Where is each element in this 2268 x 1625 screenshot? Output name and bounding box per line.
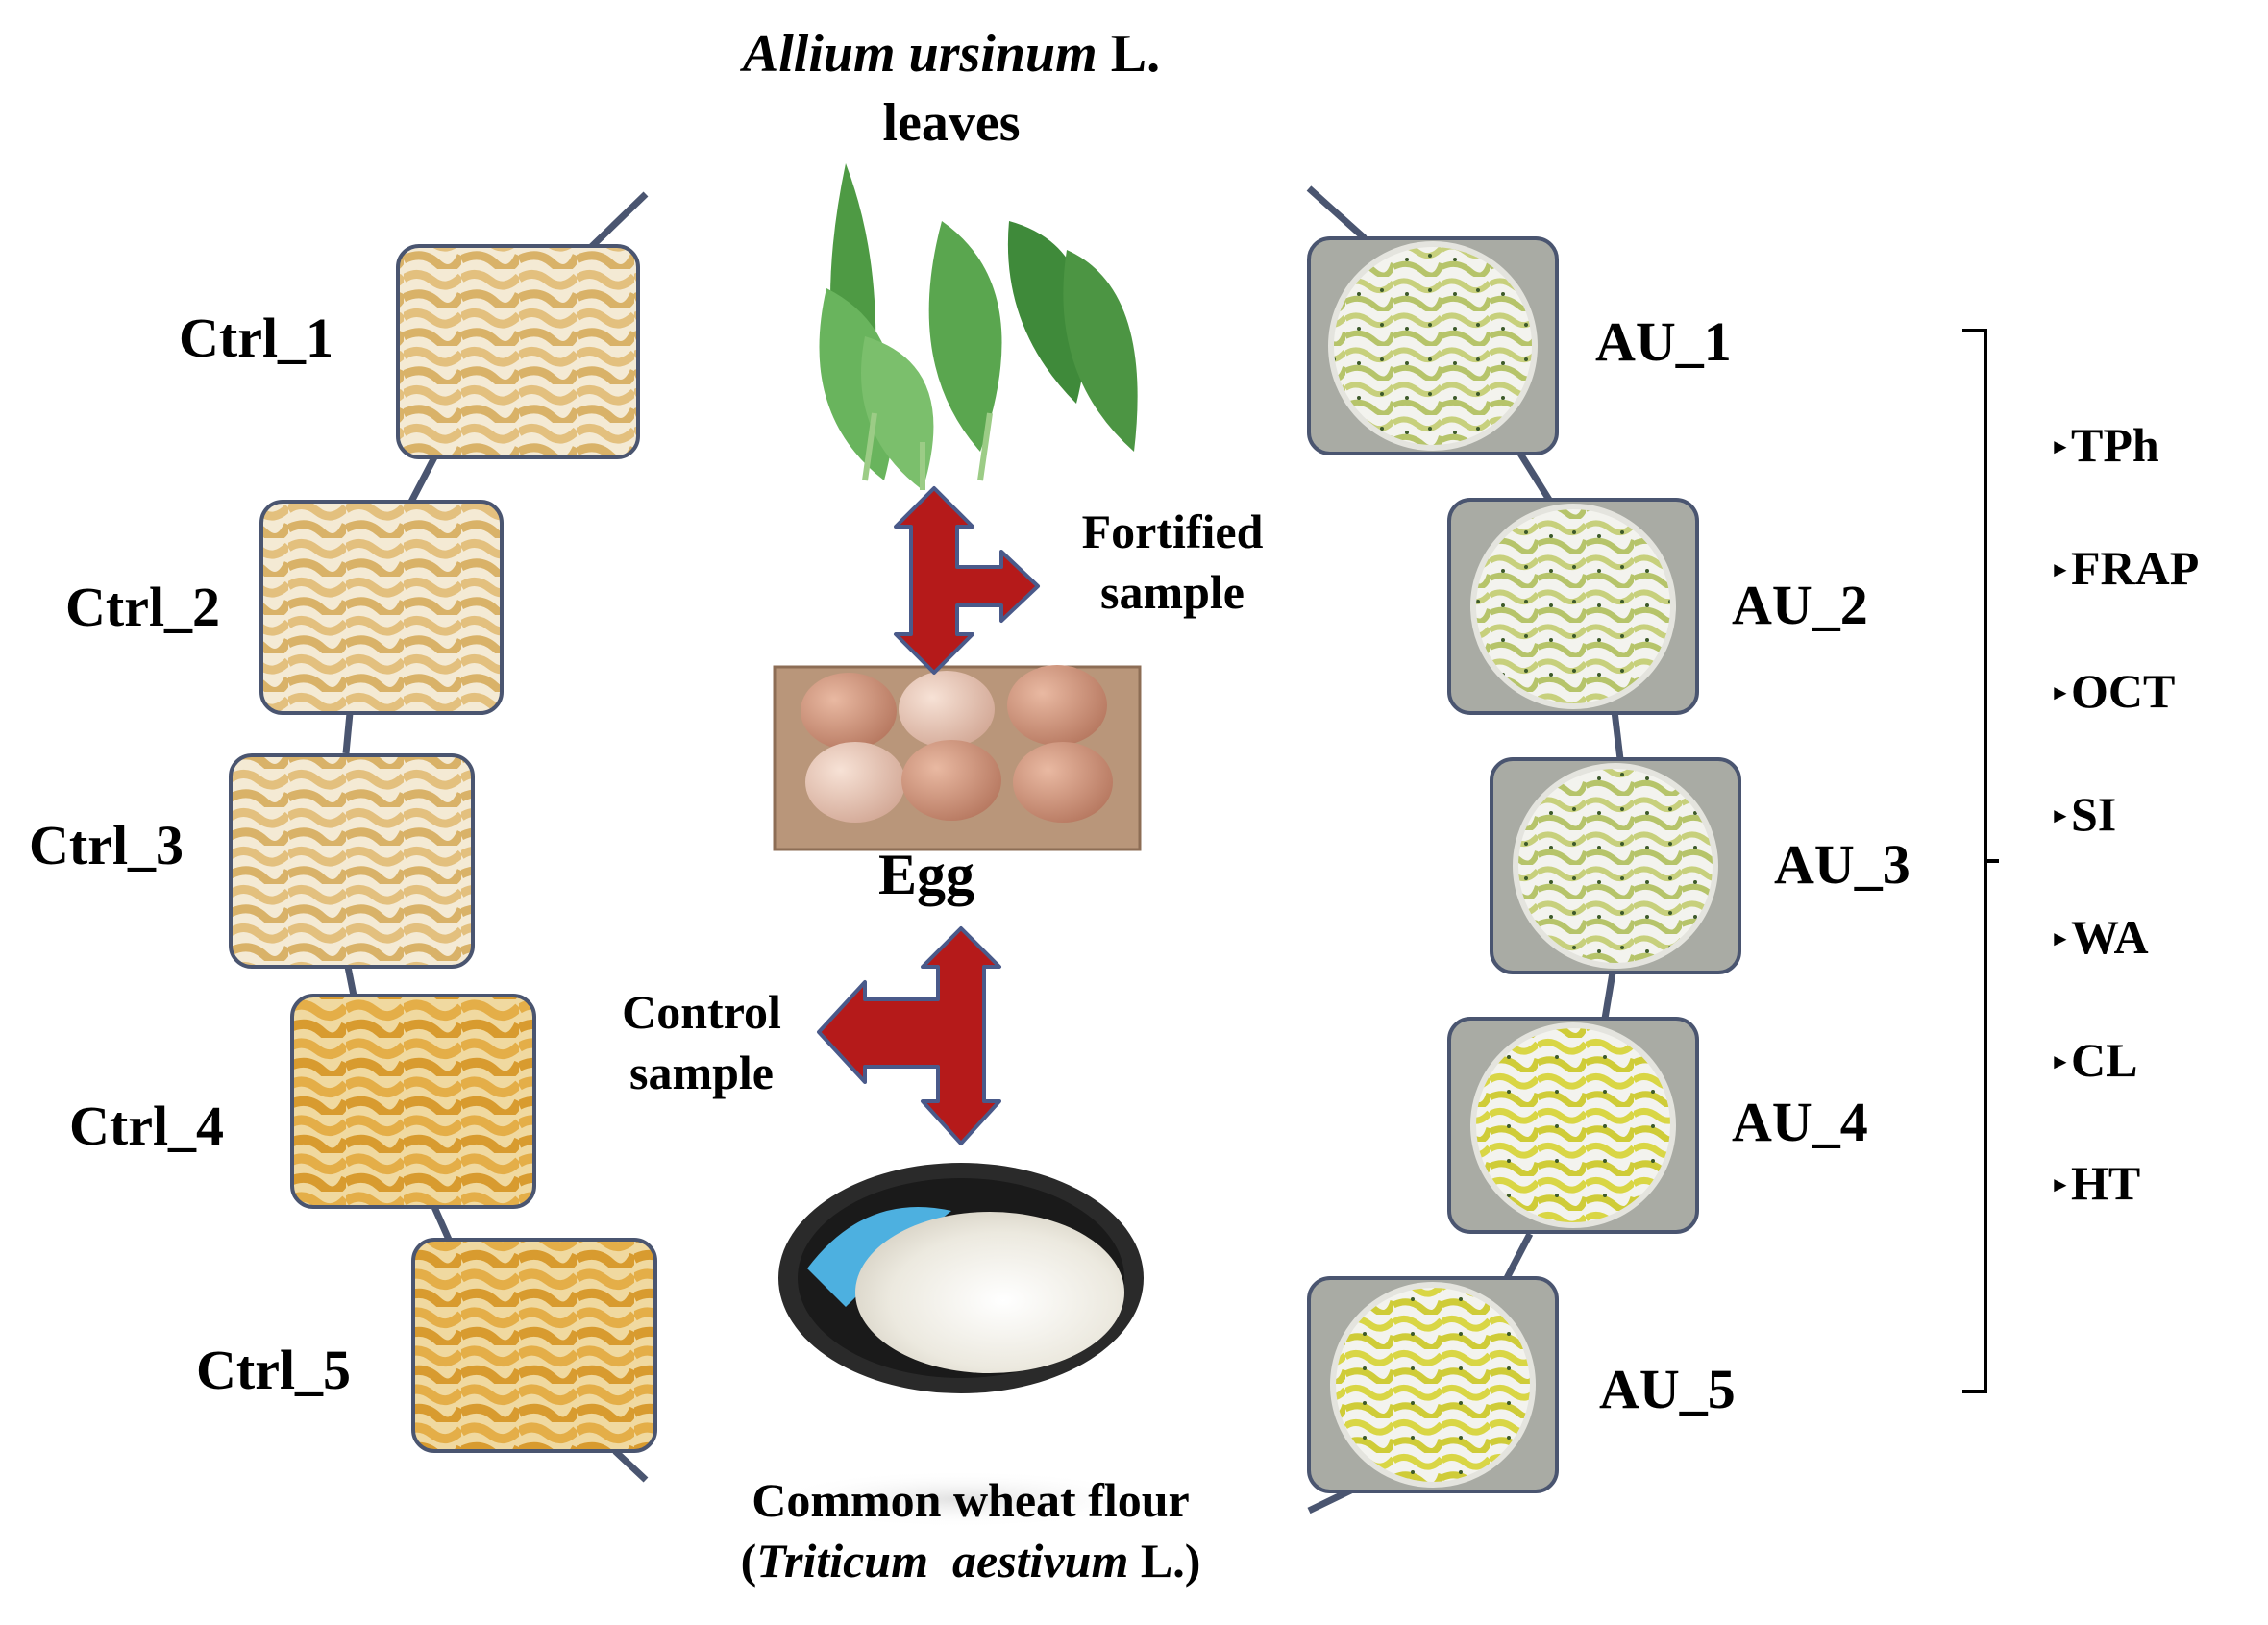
analysis-oct: OCT <box>2071 663 2175 719</box>
ctrl-4-photo <box>292 996 534 1207</box>
leaves-latin-name: Allium ursinum <box>743 24 1097 84</box>
au-4-photo <box>1449 1019 1697 1232</box>
control-label-line2: sample <box>596 1043 807 1103</box>
au-3-photo <box>1491 759 1739 973</box>
control-label: Control sample <box>596 982 807 1102</box>
control-arrow <box>819 928 999 1144</box>
analysis-wa: WA <box>2071 909 2149 965</box>
ctrl-5-photo <box>413 1240 655 1451</box>
flour-name: Common wheat flour <box>673 1470 1269 1531</box>
analysis-bullet: ► <box>2050 1172 2071 1197</box>
ctrl-3-label: Ctrl_3 <box>29 813 184 877</box>
au-2-label: AU_2 <box>1732 573 1868 637</box>
analysis-bullet: ► <box>2050 1049 2071 1074</box>
egg-label: Egg <box>878 842 974 908</box>
flour-caption: Common wheat flour (Triticum aestivum L.… <box>673 1470 1269 1590</box>
analysis-bullet: ► <box>2050 680 2071 705</box>
ctrl-3-photo <box>231 755 473 967</box>
egg-image <box>775 665 1140 849</box>
fortified-label: Fortified sample <box>1057 502 1288 622</box>
au-3-label: AU_3 <box>1774 832 1911 897</box>
analysis-tph: TPh <box>2071 417 2159 473</box>
au-4-label: AU_4 <box>1732 1090 1868 1154</box>
analysis-ht: HT <box>2071 1155 2140 1211</box>
control-label-line1: Control <box>596 982 807 1043</box>
flour-latin-open: ( <box>741 1534 757 1588</box>
au-2-photo <box>1449 500 1697 713</box>
analysis-bullet: ► <box>2050 926 2071 951</box>
ctrl-2-label: Ctrl_2 <box>65 575 220 639</box>
ctrl-5-label: Ctrl_5 <box>196 1338 351 1402</box>
analysis-bullet: ► <box>2050 557 2071 582</box>
flour-latin-suffix: L.) <box>1128 1534 1200 1588</box>
analysis-bullet: ► <box>2050 434 2071 459</box>
fortified-label-line1: Fortified <box>1057 502 1288 562</box>
ctrl-4-label: Ctrl_4 <box>69 1094 224 1158</box>
fortified-label-line2: sample <box>1057 562 1288 623</box>
au-5-label: AU_5 <box>1599 1357 1736 1421</box>
au-1-photo <box>1309 238 1557 454</box>
au-1-label: AU_1 <box>1595 309 1732 374</box>
ctrl-1-photo <box>398 246 638 457</box>
analysis-cl: CL <box>2071 1032 2137 1088</box>
leaves-subtitle: leaves <box>663 92 1240 154</box>
analysis-si: SI <box>2071 786 2116 842</box>
leaves-title: Allium ursinum L. <box>663 23 1240 85</box>
flour-latin-name: Triticum aestivum <box>756 1534 1128 1588</box>
fortified-arrow <box>896 488 1038 673</box>
ctrl-2-photo <box>261 502 502 713</box>
analyses-bracket <box>1962 331 1999 1391</box>
leaves-image <box>820 163 1138 490</box>
flour-latin: (Triticum aestivum L.) <box>673 1531 1269 1591</box>
ctrl-1-label: Ctrl_1 <box>179 306 333 370</box>
au-5-photo <box>1309 1278 1557 1491</box>
analysis-bullet: ► <box>2050 803 2071 828</box>
analysis-frap: FRAP <box>2071 540 2199 596</box>
leaves-latin-suffix: L. <box>1097 24 1160 84</box>
